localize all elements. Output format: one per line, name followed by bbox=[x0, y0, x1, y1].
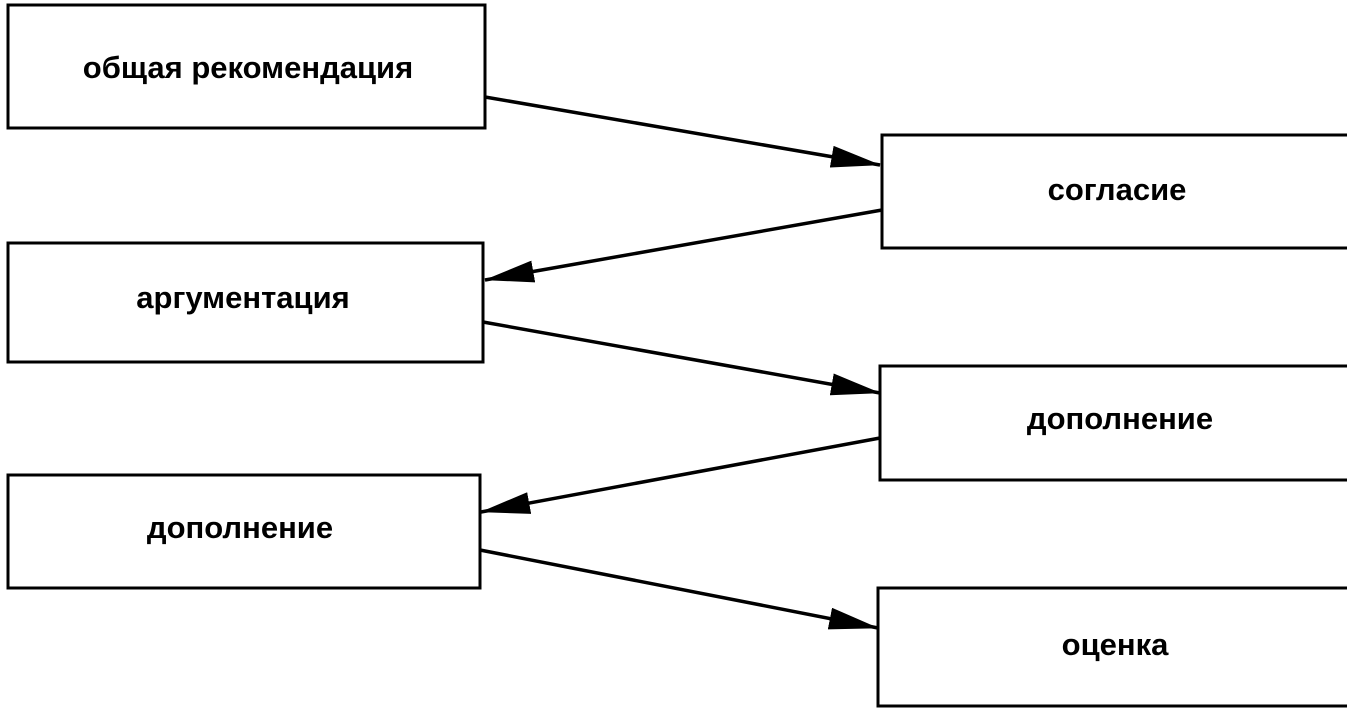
box-label: дополнение bbox=[147, 510, 333, 545]
left-box-argumentation: аргументация bbox=[6, 241, 485, 364]
left-box-addition: дополнение bbox=[6, 473, 482, 590]
arrow-agreement-to-argumentation bbox=[484, 208, 883, 283]
arrow-argumentation-to-addition bbox=[482, 320, 881, 396]
arrow-addition-to-evaluation bbox=[479, 548, 879, 630]
box-label: согласие bbox=[1048, 172, 1187, 207]
right-box-evaluation: оценка bbox=[876, 586, 1347, 708]
right-box-agreement: согласие bbox=[880, 133, 1347, 250]
arrow-addition-to-addition bbox=[480, 436, 881, 514]
left-box-general-recommendation: общая рекомендация bbox=[6, 3, 487, 130]
box-label: аргументация bbox=[136, 280, 349, 315]
right-box-addition: дополнение bbox=[878, 364, 1347, 482]
box-label: оценка bbox=[1062, 627, 1169, 662]
box-label: дополнение bbox=[1027, 401, 1213, 436]
arrow-recommendation-to-agreement bbox=[484, 95, 881, 168]
box-label: общая рекомендация bbox=[83, 50, 413, 85]
